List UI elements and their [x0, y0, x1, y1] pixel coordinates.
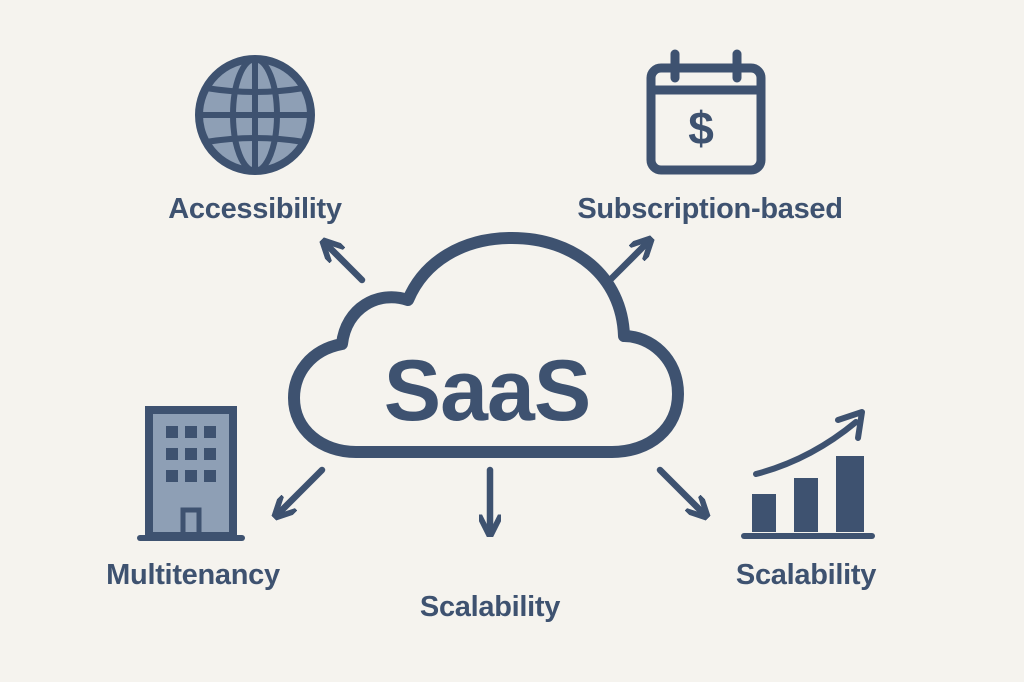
subscription-based-label: Subscription-based — [577, 193, 842, 225]
arrows — [280, 244, 702, 528]
multitenancy-label: Multitenancy — [106, 559, 280, 591]
bar-chart-growth-icon — [741, 409, 875, 539]
arrow-to-scalability-right — [656, 466, 702, 512]
svg-text:$: $ — [688, 102, 714, 154]
saas-title: SaaS — [384, 343, 590, 439]
arrow-to-subscription — [606, 244, 646, 284]
arrow-to-multitenancy — [280, 466, 326, 512]
arrow-to-accessibility — [328, 246, 366, 284]
accessibility-label: Accessibility — [168, 193, 342, 225]
building-icon — [137, 406, 245, 541]
cloud-icon — [288, 232, 684, 458]
scalability-bottom-label: Scalability — [420, 591, 560, 623]
globe-icon — [195, 55, 315, 175]
calendar-dollar-icon: $ — [646, 49, 766, 175]
scalability-right-label: Scalability — [736, 559, 876, 591]
